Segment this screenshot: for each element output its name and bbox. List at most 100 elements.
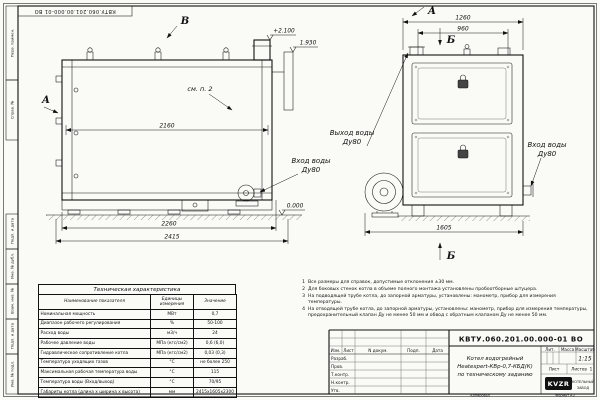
tech-cell-name: Гидравлическое сопротивление котла [38,347,151,359]
dim-2415: 2415 [164,234,179,241]
tb-sheet-label: Лист [549,367,560,372]
tech-cell-value: 2415х1605х2300 [193,386,237,398]
inlet-dn-front: Ду80 [537,150,557,158]
top-stamp-text: КВТУ.060.201.00.000-01 ВО [34,8,116,14]
dim-960: 960 [457,26,469,33]
tech-cell-name: Номинальная мощность [38,308,151,320]
tb-mass-label: Масса [561,347,575,352]
tech-cell-value: 0,7 [193,308,237,320]
tb-role-nkontr: Н.контр. [331,380,350,385]
chimney-stub [252,39,272,61]
base-frame [46,199,302,220]
title-block: Изм. Лист N докум. Подп. Дата Разраб. Пр… [328,329,595,394]
side-label-2: Подп. и дата [10,218,15,244]
tb-product-name-2: Heatexpert-КВр-0,7-КБД(К) [457,364,533,370]
inlet-label-front: Вход воды [527,141,567,149]
note-number: 3 [302,293,305,299]
side-view-callouts: В А см. п. 2 Вход воды Ду80 [41,16,331,193]
tech-cell-name: Габариты котла (длина х ширина х высота) [38,386,151,398]
upper-door [411,62,513,125]
dim-2260: 2260 [161,221,176,228]
tech-table-title: Техническая характеристика [38,284,236,294]
tech-cell-value: 24 [193,328,237,340]
tech-cell-value: 0,6 (6,0) [193,338,237,349]
tech-cell-value: 115 [193,367,237,379]
side-label-6: Инв. № подл. [10,361,15,387]
front-view-callouts: А Б Б Выход воды Ду80 Вход воды Ду80 [330,6,567,262]
side-label-3: Инв. № дубл. [10,253,15,279]
kvzr-logo [545,377,572,390]
tb-scale-value: 1:15 [578,356,592,363]
pump [235,184,262,207]
burner-box [181,199,209,212]
note-text: Для боковых стенок котла в объеме полног… [308,286,538,292]
see-note-callout: см. п. 2 [187,85,212,93]
note-text: Все размеры для справок, допустимые откл… [308,280,455,285]
tb-product-name-3: по техническому заданию [458,372,533,378]
front-legs [398,204,530,221]
tech-table: Наименование показателя Единицы измерени… [38,294,237,398]
sheet-frame: КВТУ.060.201.00.000-01 ВО Перв. примен. … [3,3,597,398]
tb-role-utv: Утв. [331,388,340,393]
dim-1260: 1260 [455,15,470,22]
view-letter-a-top: А [427,6,436,17]
door-handle-icon [457,74,469,89]
tech-cell-name: Температура воды (Вход/выход) [38,377,151,388]
tb-role-razrab: Разраб. [331,356,347,361]
tech-cell-unit: °С [150,357,194,369]
tech-cell-unit: °С [150,377,194,388]
tech-cell-unit: МПа (кгс/см2) [150,347,194,359]
tech-cell-name: Максимальная рабочая температура воды [38,367,151,379]
burner-fan [364,172,404,218]
tech-cell-value: 70/95 [193,377,237,388]
note-text: На подводящей трубе котла, до запорной а… [308,293,556,305]
elevation-zero: 0.000 [287,204,304,210]
elevation-marks: +2.100 1.930 0.000 [266,29,318,216]
outlet-dn: Ду80 [342,138,362,146]
section-letter-b-bottom: Б [446,251,456,262]
tech-cell-unit: МПа (кгс/см2) [150,338,194,349]
tech-cell-name: Рабочее давление воды [38,338,151,349]
inlet-pipe-front [522,184,534,197]
elevation-top: +2.100 [273,29,295,35]
tech-header-row: Наименование показателя Единицы измерени… [38,294,237,310]
side-label-1: Справ. № [10,101,15,120]
tech-cell-name: Диапазон рабочего регулирования [38,318,151,330]
tech-cell-unit: °С [150,367,194,379]
format-label: Формат А3 [555,394,574,398]
section-letter-a-left: А [41,95,50,106]
lifting-lugs [86,47,230,60]
tb-product-name-1: Котел водогрейный [467,356,524,362]
tech-header-unit: Единицы измерения [150,294,194,310]
side-fittings [55,75,79,179]
tech-cell-name: Температура уходящих газов [38,357,151,369]
front-view-dimensions: 1260 960 1605 [364,15,524,236]
boiler-side-view [46,39,302,220]
dim-1605: 1605 [436,225,451,232]
tb-header-podp: Подп. [407,348,420,353]
tech-cell-unit: м3/ч [150,328,194,340]
note-number: 2 [302,286,305,292]
tech-row: Габариты котла (длина х ширина х высота)… [38,386,237,398]
tech-row: Диапазон рабочего регулирования%50-100 [38,318,237,330]
tech-header-value: Значение [193,294,237,310]
tech-cell-value: 0,03 (0,3) [193,347,237,359]
boiler-front-view [364,44,534,221]
tb-lit-label: Лит. [545,347,555,352]
tb-company-1: КОТЕЛЬНЫЙ [572,379,595,384]
frame-side-cells: Перв. примен. Справ. № Подп. и дата Инв.… [5,5,19,395]
lower-door [411,132,513,198]
tb-sheets-label: Листов [571,367,587,372]
section-letter-b-top: Б [446,35,456,46]
roof-fittings [408,44,511,56]
